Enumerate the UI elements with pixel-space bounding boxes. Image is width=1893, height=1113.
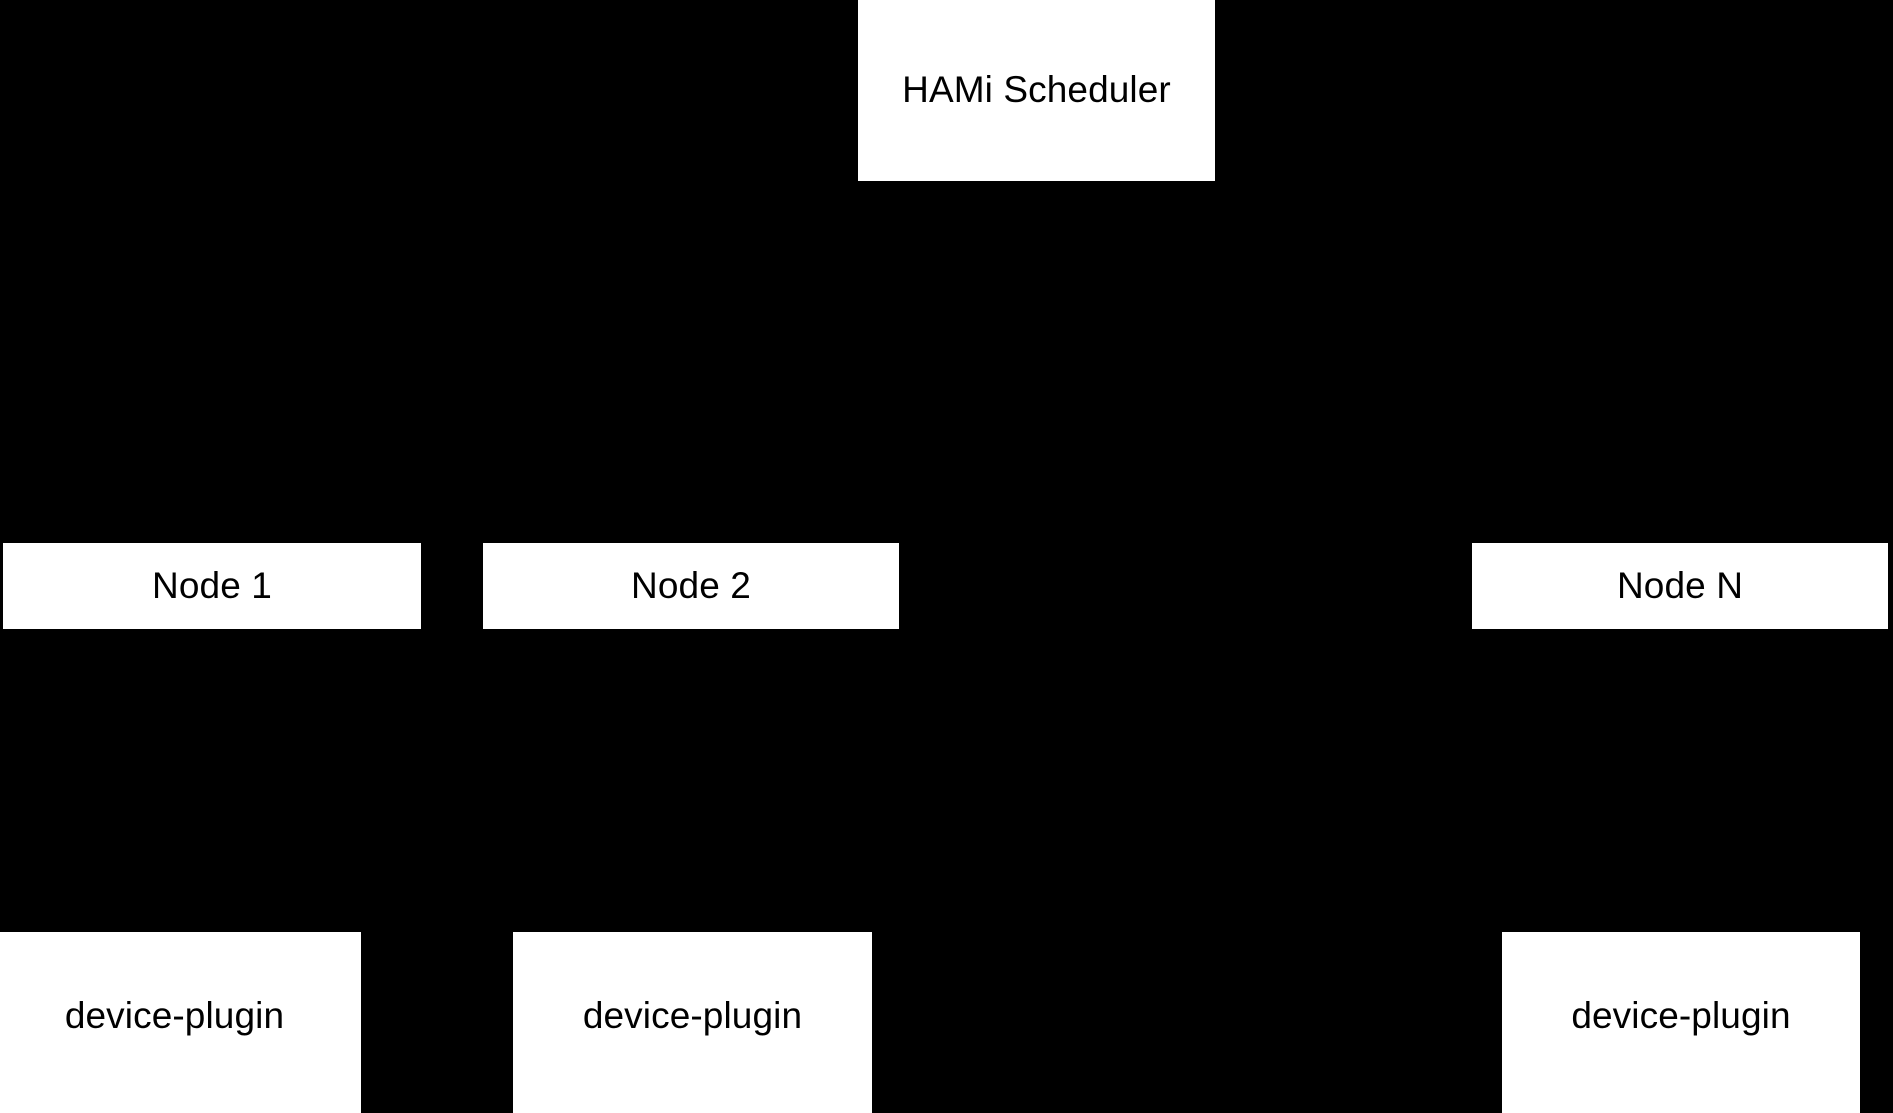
node-2-label: Node 2 [631, 564, 751, 606]
device-plugin-3-label: device-plugin [1571, 994, 1791, 1036]
device-plugin-1-label: device-plugin [64, 994, 285, 1036]
diagram-node-node-1[interactable]: Node 1 [3, 543, 421, 629]
device-plugin-2-label: device-plugin [582, 994, 803, 1036]
node-1-label: Node 1 [152, 564, 272, 606]
diagram-node-node-2[interactable]: Node 2 [483, 543, 899, 629]
node-n-label: Node N [1616, 564, 1744, 606]
diagram-node-hami-scheduler[interactable]: HAMi Scheduler [858, 0, 1215, 181]
diagram-node-device-plugin-3[interactable]: device-plugin [1502, 932, 1860, 1113]
hami-scheduler-label: HAMi Scheduler [902, 69, 1171, 111]
diagram-node-device-plugin-1[interactable]: device-plugin [0, 932, 361, 1113]
diagram-node-device-plugin-2[interactable]: device-plugin [513, 932, 872, 1113]
diagram-node-node-n[interactable]: Node N [1472, 543, 1888, 629]
